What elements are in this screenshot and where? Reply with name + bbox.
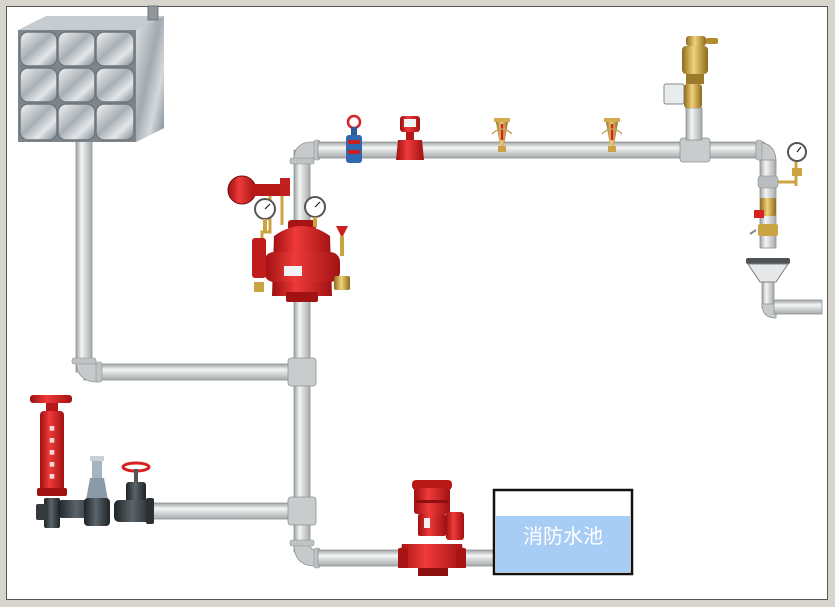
automatic-air-vent-icon bbox=[663, 36, 718, 108]
check-valve-icon bbox=[58, 456, 110, 526]
end-test-device-icon bbox=[749, 142, 807, 236]
alarm-valve-icon bbox=[227, 175, 350, 302]
svg-text:■: ■ bbox=[49, 425, 55, 432]
pressure-gauge-icon bbox=[254, 196, 326, 231]
svg-text:■: ■ bbox=[49, 473, 55, 480]
fire-water-pool bbox=[492, 488, 634, 576]
sprinkler-head-icon bbox=[601, 118, 623, 152]
signal-butterfly-valve-icon bbox=[346, 114, 362, 163]
fire-water-pool-label: 消防水池 bbox=[523, 524, 603, 548]
pipe-network bbox=[71, 107, 823, 569]
fire-hydrant-icon: ■ ■ ■ ■ ■ bbox=[30, 395, 72, 528]
stainless-water-tank-icon bbox=[18, 5, 164, 142]
fire-pump-icon bbox=[398, 480, 466, 576]
svg-text:■: ■ bbox=[49, 461, 55, 468]
svg-text:■: ■ bbox=[49, 437, 55, 444]
sprinkler-head-icon bbox=[491, 118, 513, 152]
drain-funnel-icon bbox=[746, 258, 790, 283]
water-flow-indicator-icon bbox=[396, 116, 424, 160]
svg-text:■: ■ bbox=[49, 449, 55, 456]
gate-valve-icon bbox=[114, 461, 154, 524]
